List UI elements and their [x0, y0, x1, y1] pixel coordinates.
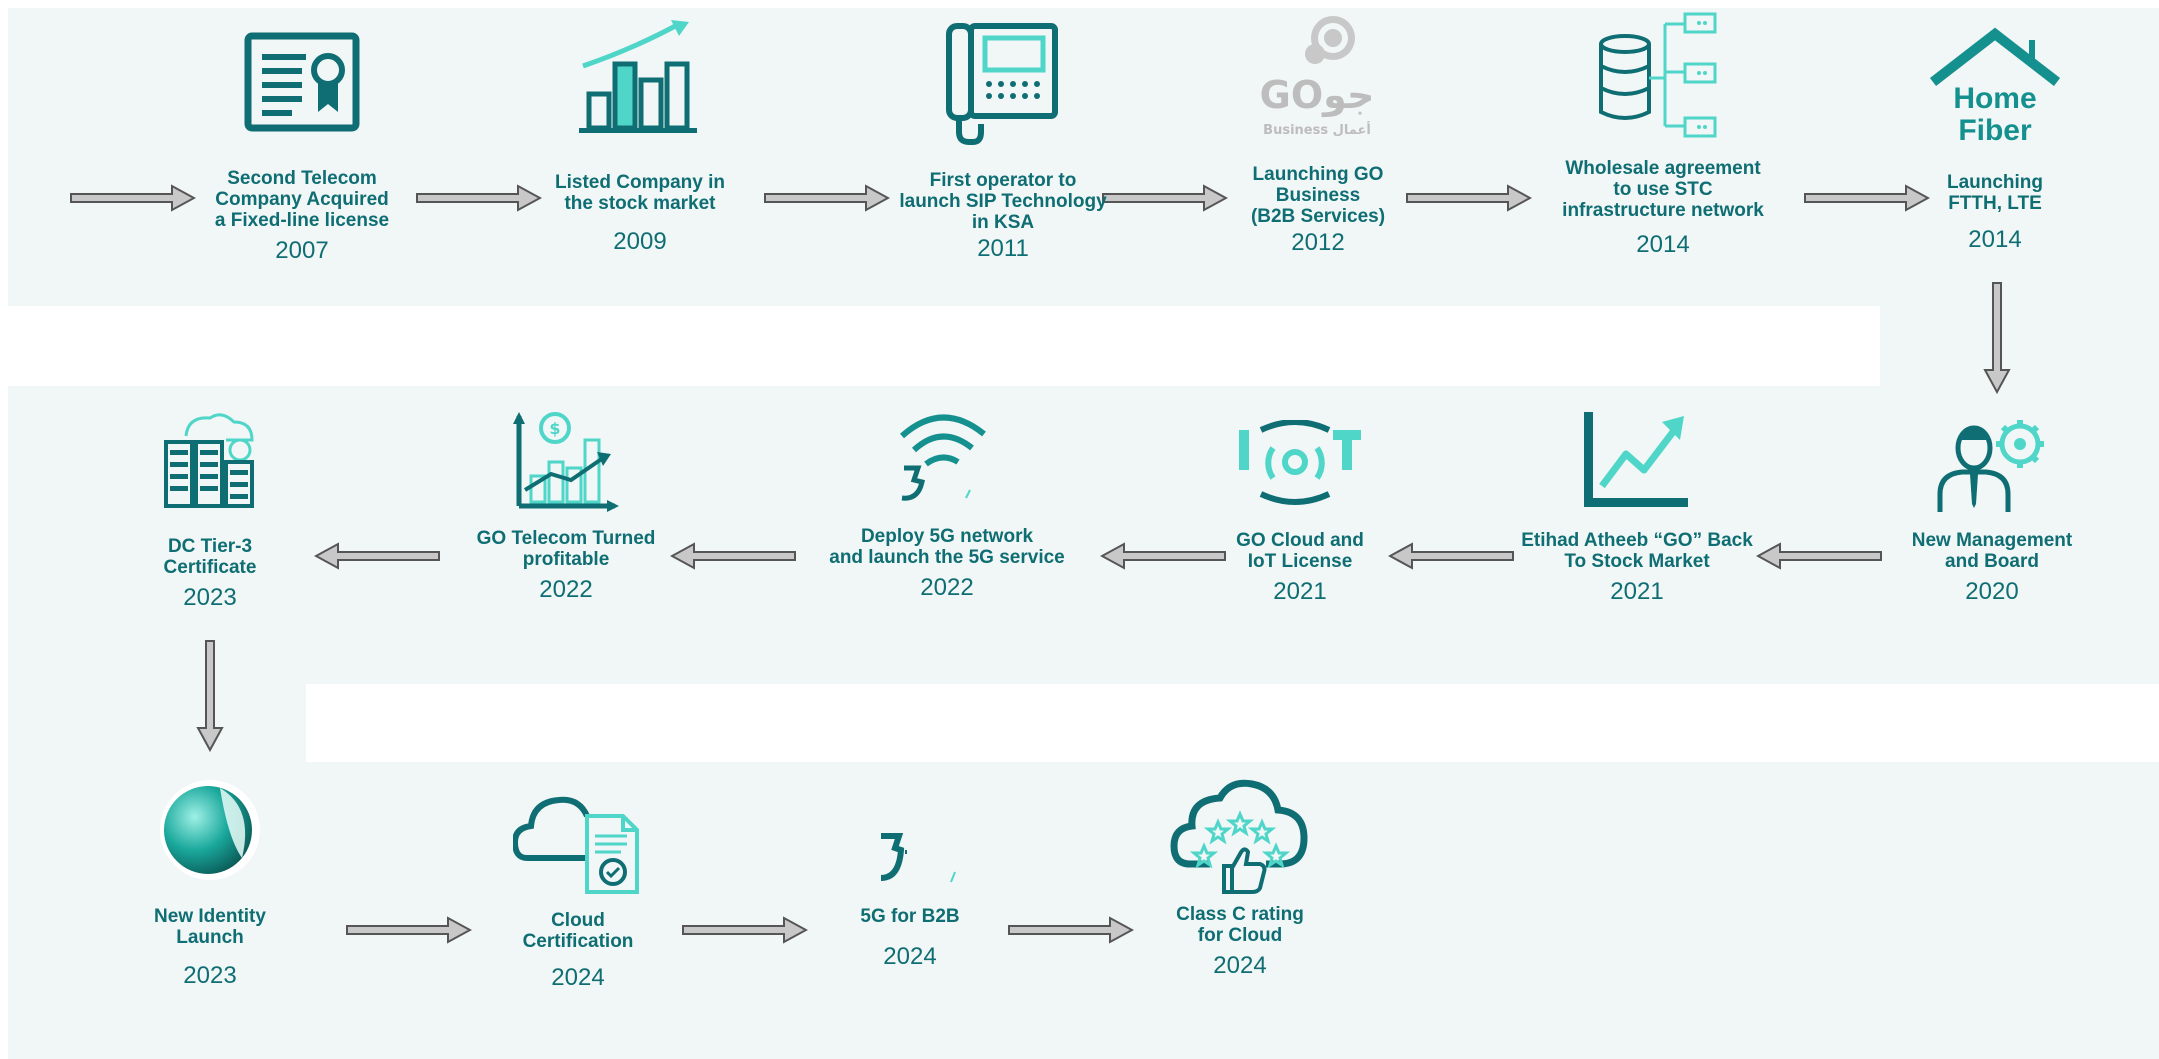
stock-trend-icon [1584, 412, 1688, 507]
milestone-title: Etihad Atheeb “GO” Back To Stock Market [1521, 530, 1753, 572]
milestone-title: Wholesale agreement to use STC infrastru… [1562, 158, 1764, 221]
milestone-title: DC Tier-3 Certificate [163, 536, 257, 578]
milestone-year: 2024 [551, 964, 605, 991]
milestone-year: 2020 [1965, 578, 2019, 605]
arrow-right [1102, 184, 1228, 212]
milestone-title: Cloud Certification [522, 910, 634, 952]
growth-chart-icon [579, 20, 697, 133]
milestone-year: 2009 [613, 228, 667, 255]
wifi-5g-icon [899, 414, 986, 501]
logo-text: GOجو [1260, 73, 1375, 117]
row-band-1 [8, 8, 2159, 306]
milestone-title: New Identity Launch [154, 906, 266, 948]
profit-chart-icon: $ [513, 412, 619, 512]
milestone-title: Second Telecom Company Acquired a Fixed-… [214, 168, 390, 231]
arrow-down [196, 640, 224, 752]
milestone-title: Launching FTTH, LTE [1946, 172, 2044, 214]
arrow-right [1406, 184, 1532, 212]
milestone-stock-listing: Listed Company in the stock market 2009 [510, 18, 770, 256]
row-band-3 [8, 762, 2159, 1059]
milestone-dc-tier3: DC Tier-3 Certificate 2023 [80, 410, 340, 612]
row-band-2 [8, 386, 2159, 684]
svg-text:$: $ [549, 419, 560, 438]
arrow-right [1008, 916, 1134, 944]
arrow-left [670, 542, 796, 570]
arrow-right [764, 184, 890, 212]
milestone-title: First operator to launch SIP Technology … [899, 170, 1107, 233]
identity-sphere-icon [160, 780, 260, 880]
milestone-title: Deploy 5G network and launch the 5G serv… [829, 526, 1065, 568]
logo-text-home: Home [1953, 82, 2036, 115]
milestone-title: New Management and Board [1911, 530, 2073, 572]
milestone-go-business: GOجو Business أعمال Launching GO Busines… [1188, 10, 1448, 257]
logo-subtext: Business أعمال [1263, 121, 1371, 138]
arrow-left [1388, 542, 1514, 570]
row-band-2-tail [8, 680, 306, 765]
milestone-year: 2024 [1213, 952, 1267, 979]
milestone-year: 2021 [1610, 578, 1664, 605]
milestone-year: 2021 [1273, 578, 1327, 605]
milestone-year: 2023 [183, 584, 237, 611]
milestone-new-identity: New Identity Launch 2023 [80, 778, 340, 990]
milestone-title: GO Telecom Turned profitable [476, 528, 656, 570]
milestone-turned-profitable: $ GO Telecom Turned profitable 2022 [436, 412, 696, 604]
5g-b2b-icon [880, 833, 956, 883]
milestone-title: Launching GO Business (B2B Services) [1250, 164, 1386, 227]
milestone-year: 2012 [1291, 229, 1345, 256]
go-business-logo: GOجو Business أعمال [1260, 16, 1375, 138]
desk-phone-icon [946, 23, 1058, 145]
logo-text-fiber: Fiber [1958, 114, 2032, 147]
home-fiber-logo: Home Fiber [1929, 27, 2061, 147]
milestone-wholesale-agreement: Wholesale agreement to use STC infrastru… [1533, 8, 1793, 259]
milestone-year: 2022 [920, 574, 974, 601]
milestone-back-to-stock-market: Etihad Atheeb “GO” Back To Stock Market … [1507, 410, 1767, 606]
cloud-certificate-icon [513, 796, 639, 894]
arrow-right [70, 184, 196, 212]
arrow-right [682, 916, 808, 944]
arrow-left [314, 542, 440, 570]
arrow-right [346, 916, 472, 944]
iot-icon [1239, 420, 1361, 505]
milestone-title: GO Cloud and IoT License [1236, 530, 1364, 572]
milestone-5g-network: Deploy 5G network and launch the 5G serv… [817, 406, 1077, 602]
milestone-year: 2024 [883, 943, 937, 970]
milestone-title: 5G for B2B [860, 906, 960, 927]
arrow-right [416, 184, 542, 212]
arrow-down [1983, 282, 2011, 394]
database-network-icon [1599, 12, 1717, 138]
milestone-ftth-lte: Home Fiber Launching FTTH, LTE 2014 [1865, 26, 2125, 254]
manager-gear-icon [1937, 420, 2044, 512]
cloud-rating-icon [1170, 779, 1308, 894]
milestone-cloud-rating: Class C rating for Cloud 2024 [1110, 776, 1370, 980]
certificate-icon [244, 32, 360, 132]
milestone-5g-b2b: 5G for B2B 2024 [780, 830, 1040, 971]
milestone-year: 2011 [977, 235, 1029, 262]
milestone-sip-technology: First operator to launch SIP Technology … [873, 20, 1133, 263]
datacenter-cloud-icon [164, 413, 254, 508]
milestone-fixed-line-license: Second Telecom Company Acquired a Fixed-… [172, 30, 432, 265]
milestone-cloud-iot-license: GO Cloud and IoT License 2021 [1170, 420, 1430, 606]
milestone-year: 2022 [539, 576, 593, 603]
milestone-year: 2014 [1968, 226, 2022, 253]
arrow-left [1756, 542, 1882, 570]
milestone-year: 2023 [183, 962, 237, 989]
arrow-left [1100, 542, 1226, 570]
arrow-right [1804, 184, 1930, 212]
milestone-title: Listed Company in the stock market [555, 172, 725, 214]
milestone-new-management: New Management and Board 2020 [1862, 408, 2122, 606]
milestone-cloud-certification: Cloud Certification 2024 [448, 792, 708, 992]
milestone-year: 2014 [1636, 231, 1690, 258]
milestone-year: 2007 [275, 237, 329, 264]
milestone-title: Class C rating for Cloud [1176, 904, 1304, 946]
row-band-1-tail [1880, 300, 2159, 390]
